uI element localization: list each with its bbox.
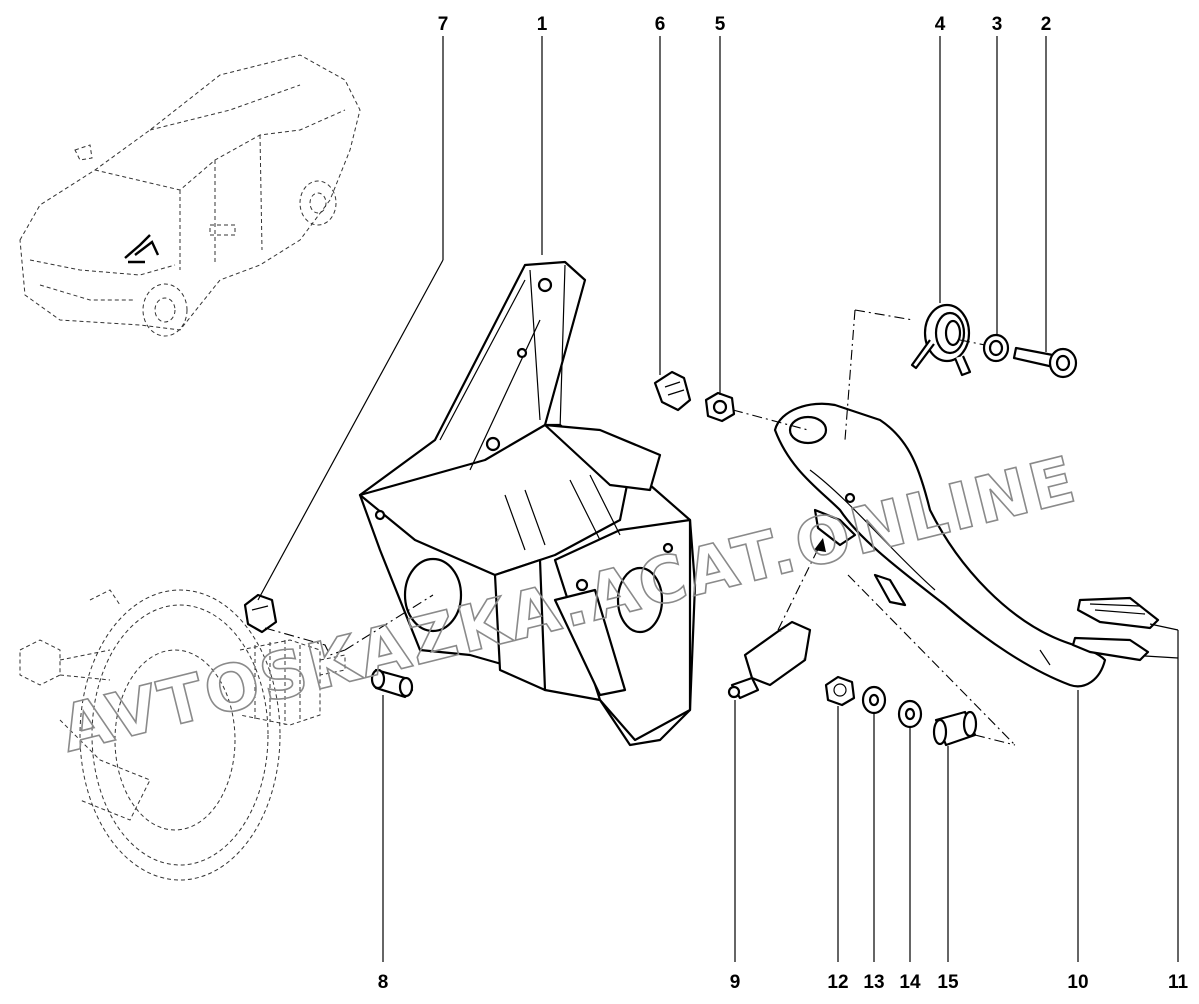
callout-13: 13 bbox=[863, 972, 884, 993]
clip-6 bbox=[653, 370, 692, 412]
callout-5: 5 bbox=[715, 14, 726, 35]
nut-5 bbox=[704, 391, 736, 423]
leader-lines bbox=[257, 36, 1179, 962]
callout-8: 8 bbox=[378, 972, 389, 993]
callout-12: 12 bbox=[827, 972, 848, 993]
pedal-bracket bbox=[358, 260, 697, 747]
callout-6: 6 bbox=[655, 14, 666, 35]
return-spring bbox=[910, 303, 972, 377]
clip-7 bbox=[243, 593, 278, 634]
axle-pin bbox=[1012, 346, 1078, 379]
nut-12 bbox=[824, 675, 856, 707]
callout-3: 3 bbox=[992, 14, 1003, 35]
brake-pedal-lever bbox=[773, 402, 1107, 688]
sleeve-15 bbox=[932, 710, 978, 747]
pedal-location-marker bbox=[124, 234, 160, 264]
washer-13 bbox=[861, 685, 887, 715]
callout-9: 9 bbox=[730, 972, 741, 993]
brake-light-switch bbox=[727, 620, 812, 700]
callout-10: 10 bbox=[1067, 972, 1088, 993]
brake-booster-ghost bbox=[19, 589, 346, 881]
assembly-axis-lines bbox=[264, 309, 1016, 746]
callout-1: 1 bbox=[537, 14, 548, 35]
callout-7: 7 bbox=[438, 14, 449, 35]
bushing-8 bbox=[370, 668, 414, 699]
pedal-pad-lower bbox=[1071, 636, 1150, 662]
arrow-head bbox=[814, 538, 826, 552]
bushing bbox=[982, 333, 1010, 363]
callout-4: 4 bbox=[935, 14, 946, 35]
callout-11: 11 bbox=[1168, 972, 1189, 993]
callout-labels: 1 2 3 4 5 6 7 8 9 10 11 12 13 14 15 bbox=[378, 14, 1189, 993]
callout-15: 15 bbox=[937, 972, 959, 993]
callout-2: 2 bbox=[1041, 14, 1052, 35]
callout-14: 14 bbox=[899, 972, 921, 993]
pedal-pad-upper bbox=[1076, 596, 1160, 630]
car-overview-sketch bbox=[19, 54, 361, 337]
washer-14 bbox=[897, 699, 923, 729]
